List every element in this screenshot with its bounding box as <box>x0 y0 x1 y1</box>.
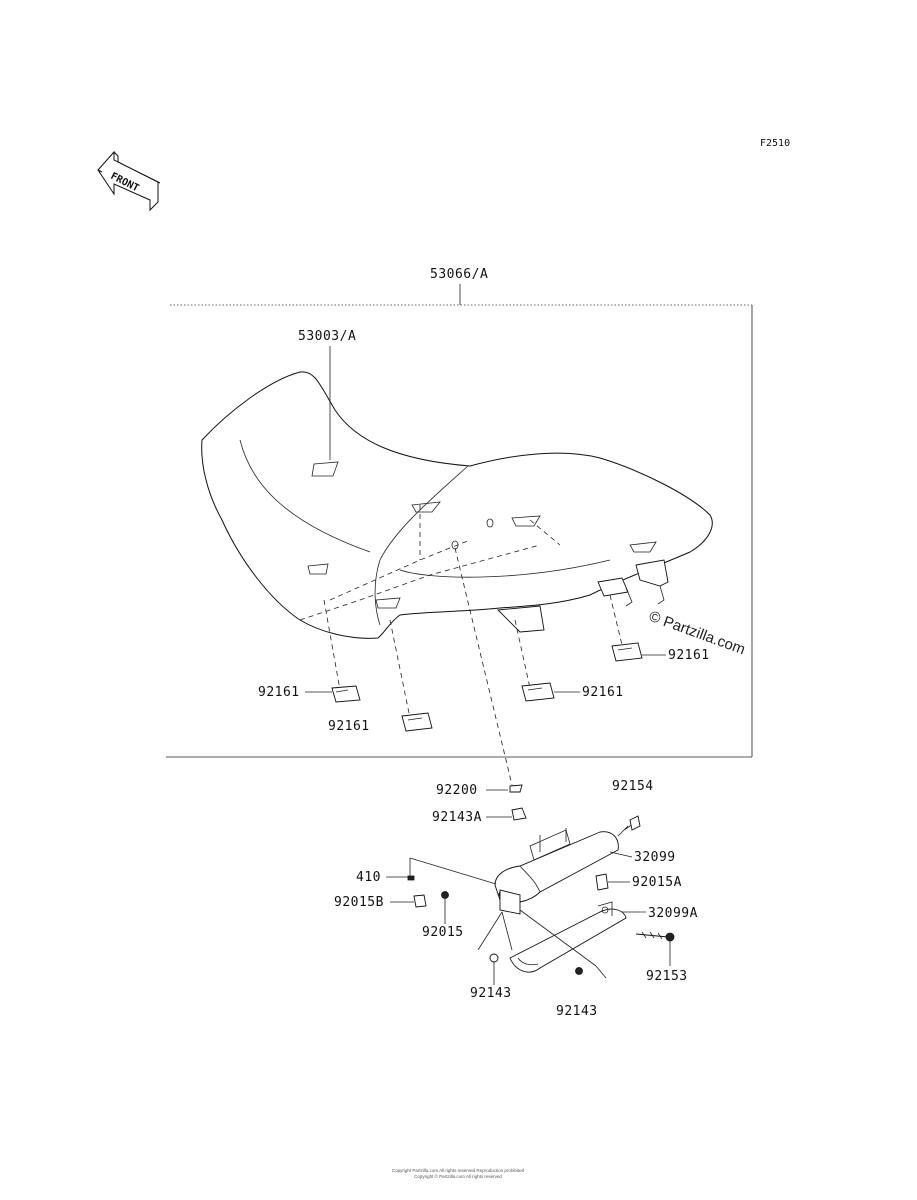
damper-right-part <box>575 967 583 975</box>
callout-92161-left: 92161 <box>258 685 300 700</box>
callout-92154: 92154 <box>612 779 654 794</box>
damper-left-part <box>489 953 499 963</box>
bracket-assembly <box>494 815 675 973</box>
seat <box>201 371 713 639</box>
assembly-frame <box>166 304 753 758</box>
footer-line-1: Copyright Partzilla.com All rights reser… <box>392 1168 525 1173</box>
callout-92200: 92200 <box>436 783 478 798</box>
front-arrow-icon: FRONT <box>97 150 161 212</box>
clamp-part <box>509 784 523 793</box>
callout-92161-center: 92161 <box>582 685 624 700</box>
callout-32099a: 32099A <box>648 906 698 921</box>
callout-53066a: 53066/A <box>430 267 488 282</box>
callout-53003a: 53003/A <box>298 329 356 344</box>
rubber-pad-center-right <box>514 619 555 702</box>
callout-410: 410 <box>356 870 381 885</box>
callout-92015: 92015 <box>422 925 464 940</box>
nut-92015a-part <box>595 873 609 891</box>
damper-a-part <box>511 807 527 821</box>
rubber-pad-right <box>609 594 643 662</box>
callout-92143-left: 92143 <box>470 986 512 1001</box>
callout-92015b: 92015B <box>334 895 384 910</box>
nut-92015b-part <box>413 894 427 908</box>
rubber-pad-center-left <box>389 619 433 732</box>
callout-92143a: 92143A <box>432 810 482 825</box>
callout-92015a: 92015A <box>632 875 682 890</box>
callout-92153: 92153 <box>646 969 688 984</box>
front-arrow-label: FRONT <box>109 171 141 194</box>
footer-line-2: Copyright © Partzilla.com All rights res… <box>414 1173 502 1179</box>
callout-92161-right: 92161 <box>668 648 710 663</box>
figure-code: F2510 <box>760 138 790 149</box>
callout-92143-right: 92143 <box>556 1004 598 1019</box>
callout-32099: 32099 <box>634 850 676 865</box>
rubber-pad-left <box>323 599 361 703</box>
nut-410-part <box>407 875 415 881</box>
callout-92161-bottom: 92161 <box>328 719 370 734</box>
nut-92015-part <box>441 891 449 899</box>
